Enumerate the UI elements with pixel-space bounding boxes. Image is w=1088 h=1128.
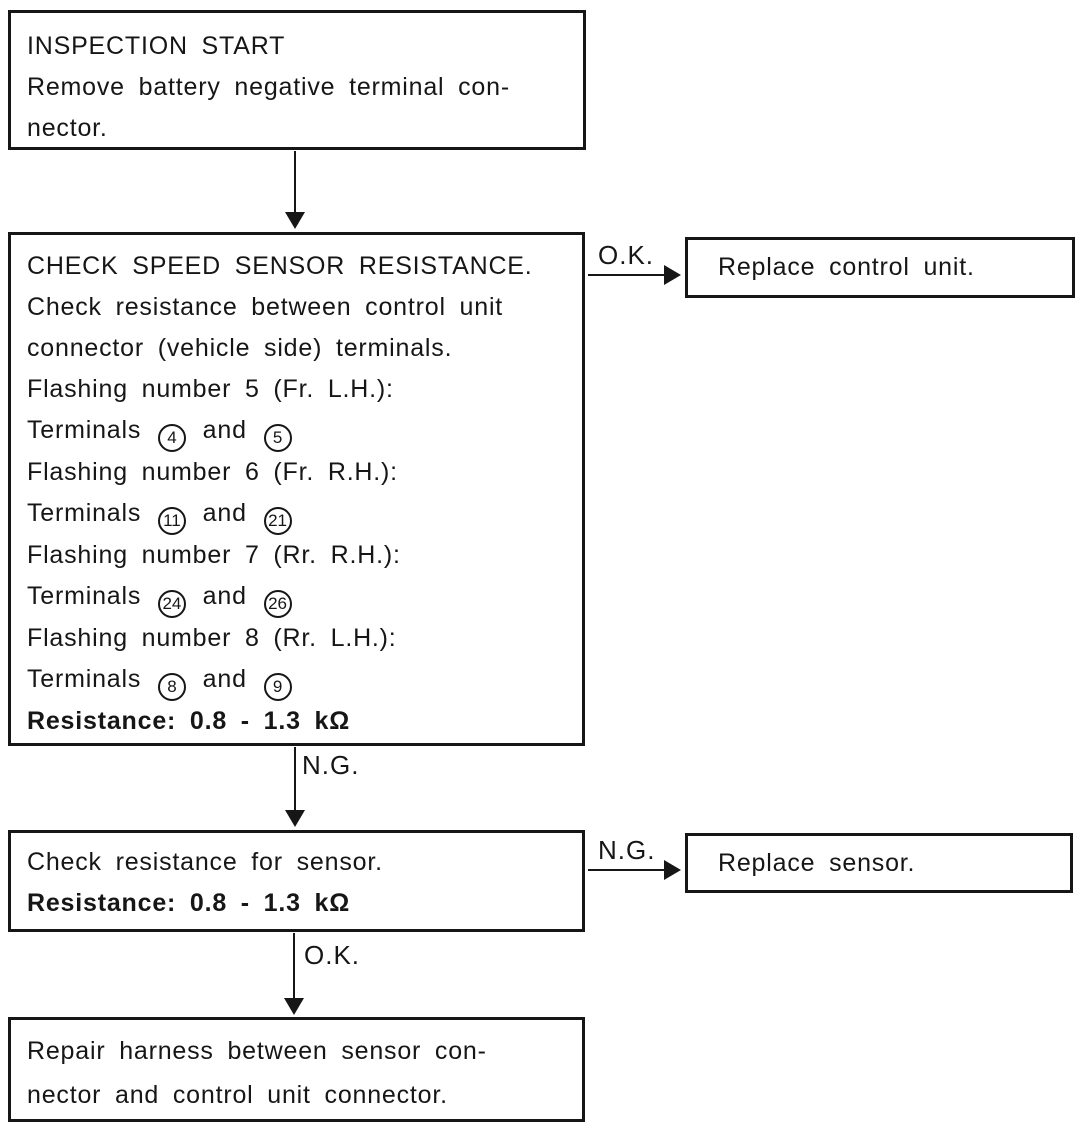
- check-sensor-text: Check resistance for sensor.: [27, 848, 383, 876]
- terminals-label: Terminals: [27, 665, 142, 693]
- arrow-down-check-to-sensor: [285, 747, 305, 827]
- branch-label-ng-mid: N.G.: [302, 750, 360, 780]
- flashing-number-6: Flashing number 6 (Fr. R.H.):: [27, 458, 398, 486]
- check-resistance-text-1: Check resistance between control unit: [27, 293, 504, 321]
- flashing-number-7: Flashing number 7 (Rr. R.H.):: [27, 541, 401, 569]
- branch-label-ng-right: N.G.: [598, 835, 656, 865]
- inspection-start-text-2: nector.: [27, 114, 108, 142]
- repair-harness-text-1: Repair harness between sensor con-: [27, 1037, 487, 1065]
- terminal-circle-4: 4: [157, 424, 186, 452]
- arrow-right-ng-to-replace-sensor: [588, 860, 681, 880]
- terminal-circle-26: 26: [263, 590, 292, 618]
- terminals-label: Terminals: [27, 416, 142, 444]
- resistance-spec: Resistance: 0.8 - 1.3 kΩ: [27, 707, 351, 735]
- and-label: and: [202, 499, 247, 527]
- terminal-circle-9: 9: [263, 673, 292, 701]
- branch-label-ok-bottom: O.K.: [304, 940, 361, 970]
- terminals-label: Terminals: [27, 582, 142, 610]
- check-resistance-title: CHECK SPEED SENSOR RESISTANCE.: [27, 252, 533, 280]
- arrow-down-sensor-to-repair: [284, 933, 304, 1015]
- inspection-start-text-1: Remove battery negative terminal con-: [27, 73, 510, 101]
- and-label: and: [202, 582, 247, 610]
- repair-harness-text-2: nector and control unit connector.: [27, 1081, 448, 1109]
- flow-box-replace-sensor: Replace sensor.: [685, 833, 1073, 893]
- terminal-circle-8: 8: [157, 673, 186, 701]
- flow-box-inspection-start: INSPECTION START Remove battery negative…: [8, 10, 586, 150]
- terminal-circle-21: 21: [263, 507, 292, 535]
- replace-control-unit-text: Replace control unit.: [718, 253, 975, 281]
- and-label: and: [202, 416, 247, 444]
- terminal-circle-24: 24: [157, 590, 186, 618]
- flow-box-check-speed-sensor-resistance: CHECK SPEED SENSOR RESISTANCE. Check res…: [8, 232, 585, 746]
- inspection-start-title: INSPECTION START: [27, 32, 286, 60]
- terminals-line-8: Terminals 8 and 9: [27, 659, 566, 701]
- flow-box-replace-control-unit: Replace control unit.: [685, 237, 1075, 298]
- arrow-right-ok-to-replace-control-unit: [588, 265, 681, 285]
- terminals-label: Terminals: [27, 499, 142, 527]
- terminals-line-7: Terminals 24 and 26: [27, 576, 566, 618]
- terminal-circle-11: 11: [157, 507, 186, 535]
- flashing-number-5: Flashing number 5 (Fr. L.H.):: [27, 375, 394, 403]
- flow-box-check-sensor: Check resistance for sensor. Resistance:…: [8, 830, 585, 932]
- flashing-number-8: Flashing number 8 (Rr. L.H.):: [27, 624, 397, 652]
- and-label: and: [202, 665, 247, 693]
- replace-sensor-text: Replace sensor.: [718, 848, 916, 877]
- branch-label-ok-top: O.K.: [598, 240, 655, 270]
- terminals-line-6: Terminals 11 and 21: [27, 493, 566, 535]
- arrow-down-start-to-check: [285, 151, 305, 229]
- flow-box-repair-harness: Repair harness between sensor con- necto…: [8, 1017, 585, 1122]
- check-sensor-resistance-spec: Resistance: 0.8 - 1.3 kΩ: [27, 889, 351, 917]
- terminal-circle-5: 5: [263, 424, 292, 452]
- check-resistance-text-2: connector (vehicle side) terminals.: [27, 334, 453, 362]
- terminals-line-5: Terminals 4 and 5: [27, 410, 566, 452]
